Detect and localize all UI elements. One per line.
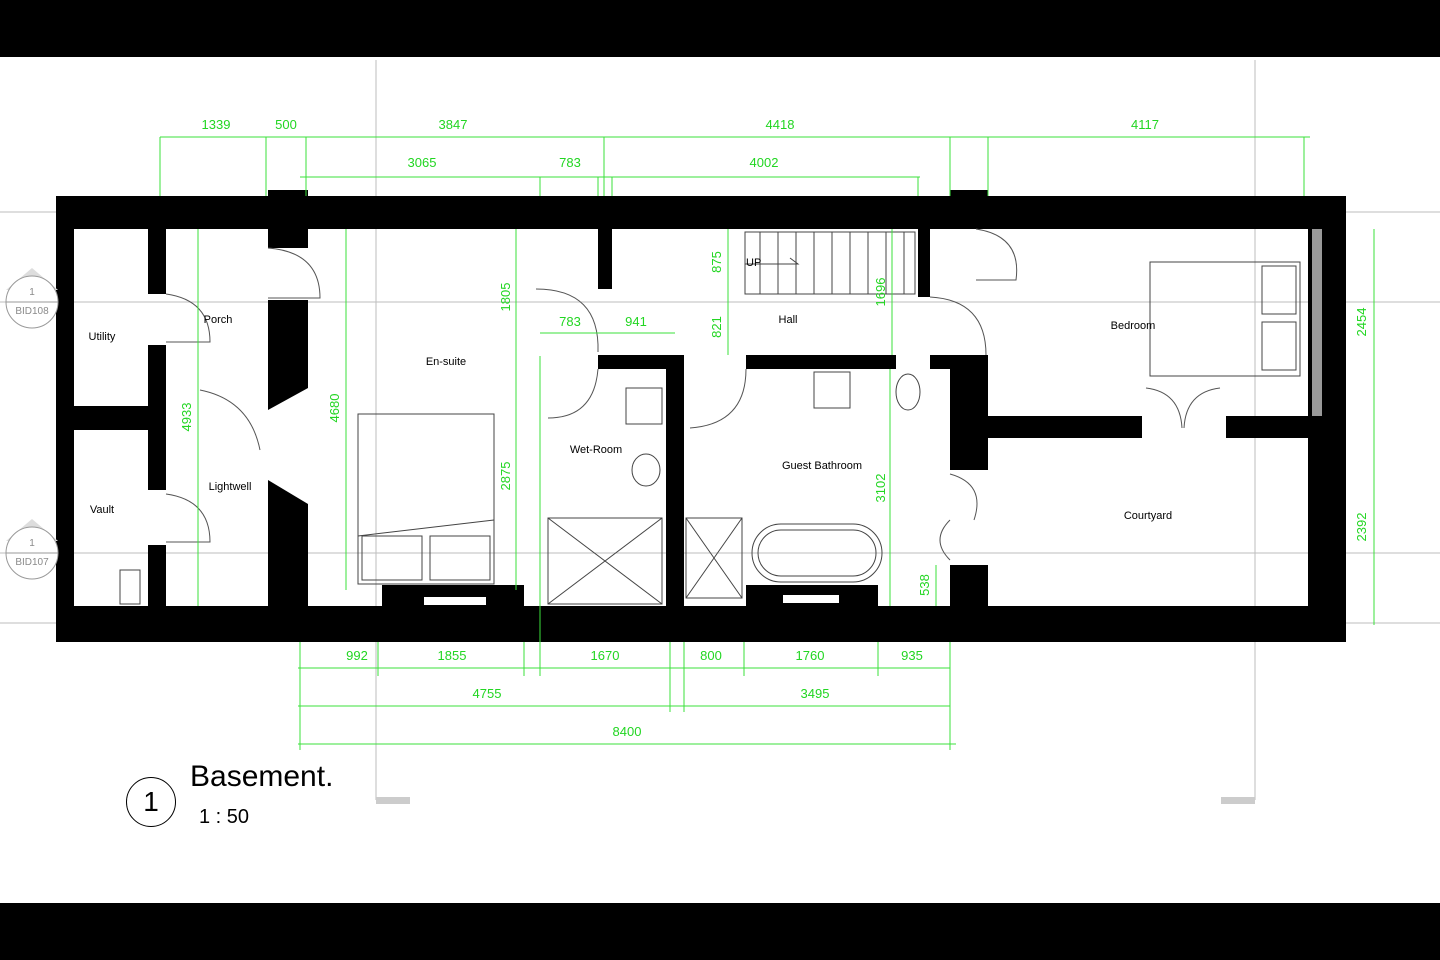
room-vault: Vault: [90, 504, 114, 516]
letterbox-top: [0, 0, 1440, 57]
floor-plan: 1 BID108 1 BID107: [0, 60, 1440, 804]
drawing-sheet: 1 BID108 1 BID107: [0, 57, 1440, 903]
section-marker-bid108: 1 BID108: [5, 268, 59, 329]
dim-bottom-1855: 1855: [438, 648, 467, 663]
dim-top-3847: 3847: [439, 117, 468, 132]
drawing-scale: 1 : 50: [199, 806, 250, 828]
section-marker-number: 1: [29, 538, 35, 549]
dim-v-4680: 4680: [327, 394, 342, 423]
dim-bottom-1670: 1670: [591, 648, 620, 663]
dim-v-538: 538: [917, 574, 932, 596]
dim-v-3102: 3102: [873, 474, 888, 503]
dim-bottom-8400: 8400: [613, 724, 642, 739]
dimension-labels: 1339 500 3847 4418 4117 3065 783 4002 78…: [179, 117, 1369, 739]
dim-v-821: 821: [709, 316, 724, 338]
room-labels: Utility Porch Vault Lightwell En-suite W…: [89, 257, 1173, 522]
drawing-title: Basement.: [190, 760, 334, 793]
section-marker-ref: BID108: [15, 306, 49, 317]
dim-mid-941: 941: [625, 314, 647, 329]
dim-v-2875: 2875: [498, 462, 513, 491]
dim-bottom-935: 935: [901, 648, 923, 663]
dim-bottom-1760: 1760: [796, 648, 825, 663]
dimension-lines: [159, 136, 1375, 750]
stair-up-label: UP: [746, 257, 761, 269]
dim-top-500: 500: [275, 117, 297, 132]
dim-bottom-4755: 4755: [473, 686, 502, 701]
fixtures: [119, 231, 1301, 605]
dim-top-1339: 1339: [202, 117, 231, 132]
room-bedroom: Bedroom: [1111, 320, 1156, 332]
dim-mid-783: 783: [559, 314, 581, 329]
dim-top-783: 783: [559, 155, 581, 170]
room-lightwell: Lightwell: [209, 481, 252, 493]
section-marker-bid107: 1 BID107: [5, 519, 59, 580]
room-utility: Utility: [89, 331, 116, 343]
dim-bottom-992: 992: [346, 648, 368, 663]
dim-v-1696: 1696: [873, 278, 888, 307]
dim-v-2454: 2454: [1354, 308, 1369, 337]
drawing-number-circle: 1: [126, 777, 176, 827]
room-ensuite: En-suite: [426, 356, 466, 368]
walls: [56, 190, 1346, 642]
dim-v-2392: 2392: [1354, 513, 1369, 542]
room-courtyard: Courtyard: [1124, 510, 1172, 522]
dim-bottom-3495: 3495: [801, 686, 830, 701]
dim-v-1805: 1805: [498, 283, 513, 312]
room-guest-bathroom: Guest Bathroom: [782, 460, 862, 472]
dim-v-4933: 4933: [179, 403, 194, 432]
room-wetroom: Wet-Room: [570, 444, 622, 456]
dim-bottom-800: 800: [700, 648, 722, 663]
room-porch: Porch: [204, 314, 233, 326]
section-marker-ref: BID107: [15, 557, 49, 568]
room-hall: Hall: [779, 314, 798, 326]
dim-top-3065: 3065: [408, 155, 437, 170]
dim-v-875: 875: [709, 251, 724, 273]
doors: [165, 228, 1221, 561]
dim-top-4117: 4117: [1131, 117, 1159, 132]
reference-grid: [0, 60, 1440, 804]
section-marker-number: 1: [29, 287, 35, 298]
dim-top-4418: 4418: [766, 117, 795, 132]
dim-top-4002: 4002: [750, 155, 779, 170]
letterbox-bottom: [0, 903, 1440, 960]
